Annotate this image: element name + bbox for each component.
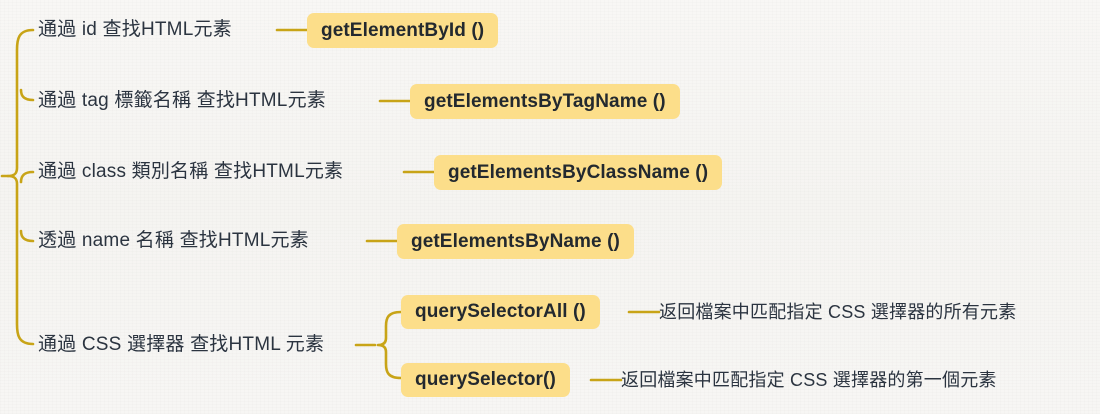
method-badge-get-elements-by-name[interactable]: getElementsByName () — [397, 224, 634, 259]
branch-label-by-class-name: 通過 class 類別名稱 查找HTML元素 — [38, 161, 344, 182]
description-query-selector-all: 返回檔案中匹配指定 CSS 選擇器的所有元素 — [659, 302, 1017, 322]
method-badge-get-elements-by-tag-name[interactable]: getElementsByTagName () — [410, 84, 680, 119]
branch-label-by-id: 通過 id 查找HTML元素 — [38, 19, 232, 40]
branch-label-by-css-selector: 通過 CSS 選擇器 查找HTML 元素 — [38, 334, 325, 355]
method-badge-query-selector[interactable]: querySelector() — [401, 363, 570, 397]
branch-hook-row2 — [19, 88, 35, 102]
description-query-selector: 返回檔案中匹配指定 CSS 選擇器的第一個元素 — [621, 370, 997, 390]
method-badge-get-elements-by-class-name[interactable]: getElementsByClassName () — [434, 155, 723, 190]
method-badge-get-element-by-id[interactable]: getElementById () — [307, 13, 499, 48]
root-brace — [6, 28, 35, 346]
branch-label-by-name: 透過 name 名稱 查找HTML元素 — [38, 230, 309, 251]
method-badge-query-selector-all[interactable]: querySelectorAll () — [401, 295, 600, 329]
branch-hook-row4 — [19, 229, 35, 243]
branch-label-by-tag-name: 通過 tag 標籤名稱 查找HTML元素 — [38, 90, 326, 111]
branch-hook-row3 — [19, 170, 35, 184]
css-sub-brace — [376, 310, 403, 380]
